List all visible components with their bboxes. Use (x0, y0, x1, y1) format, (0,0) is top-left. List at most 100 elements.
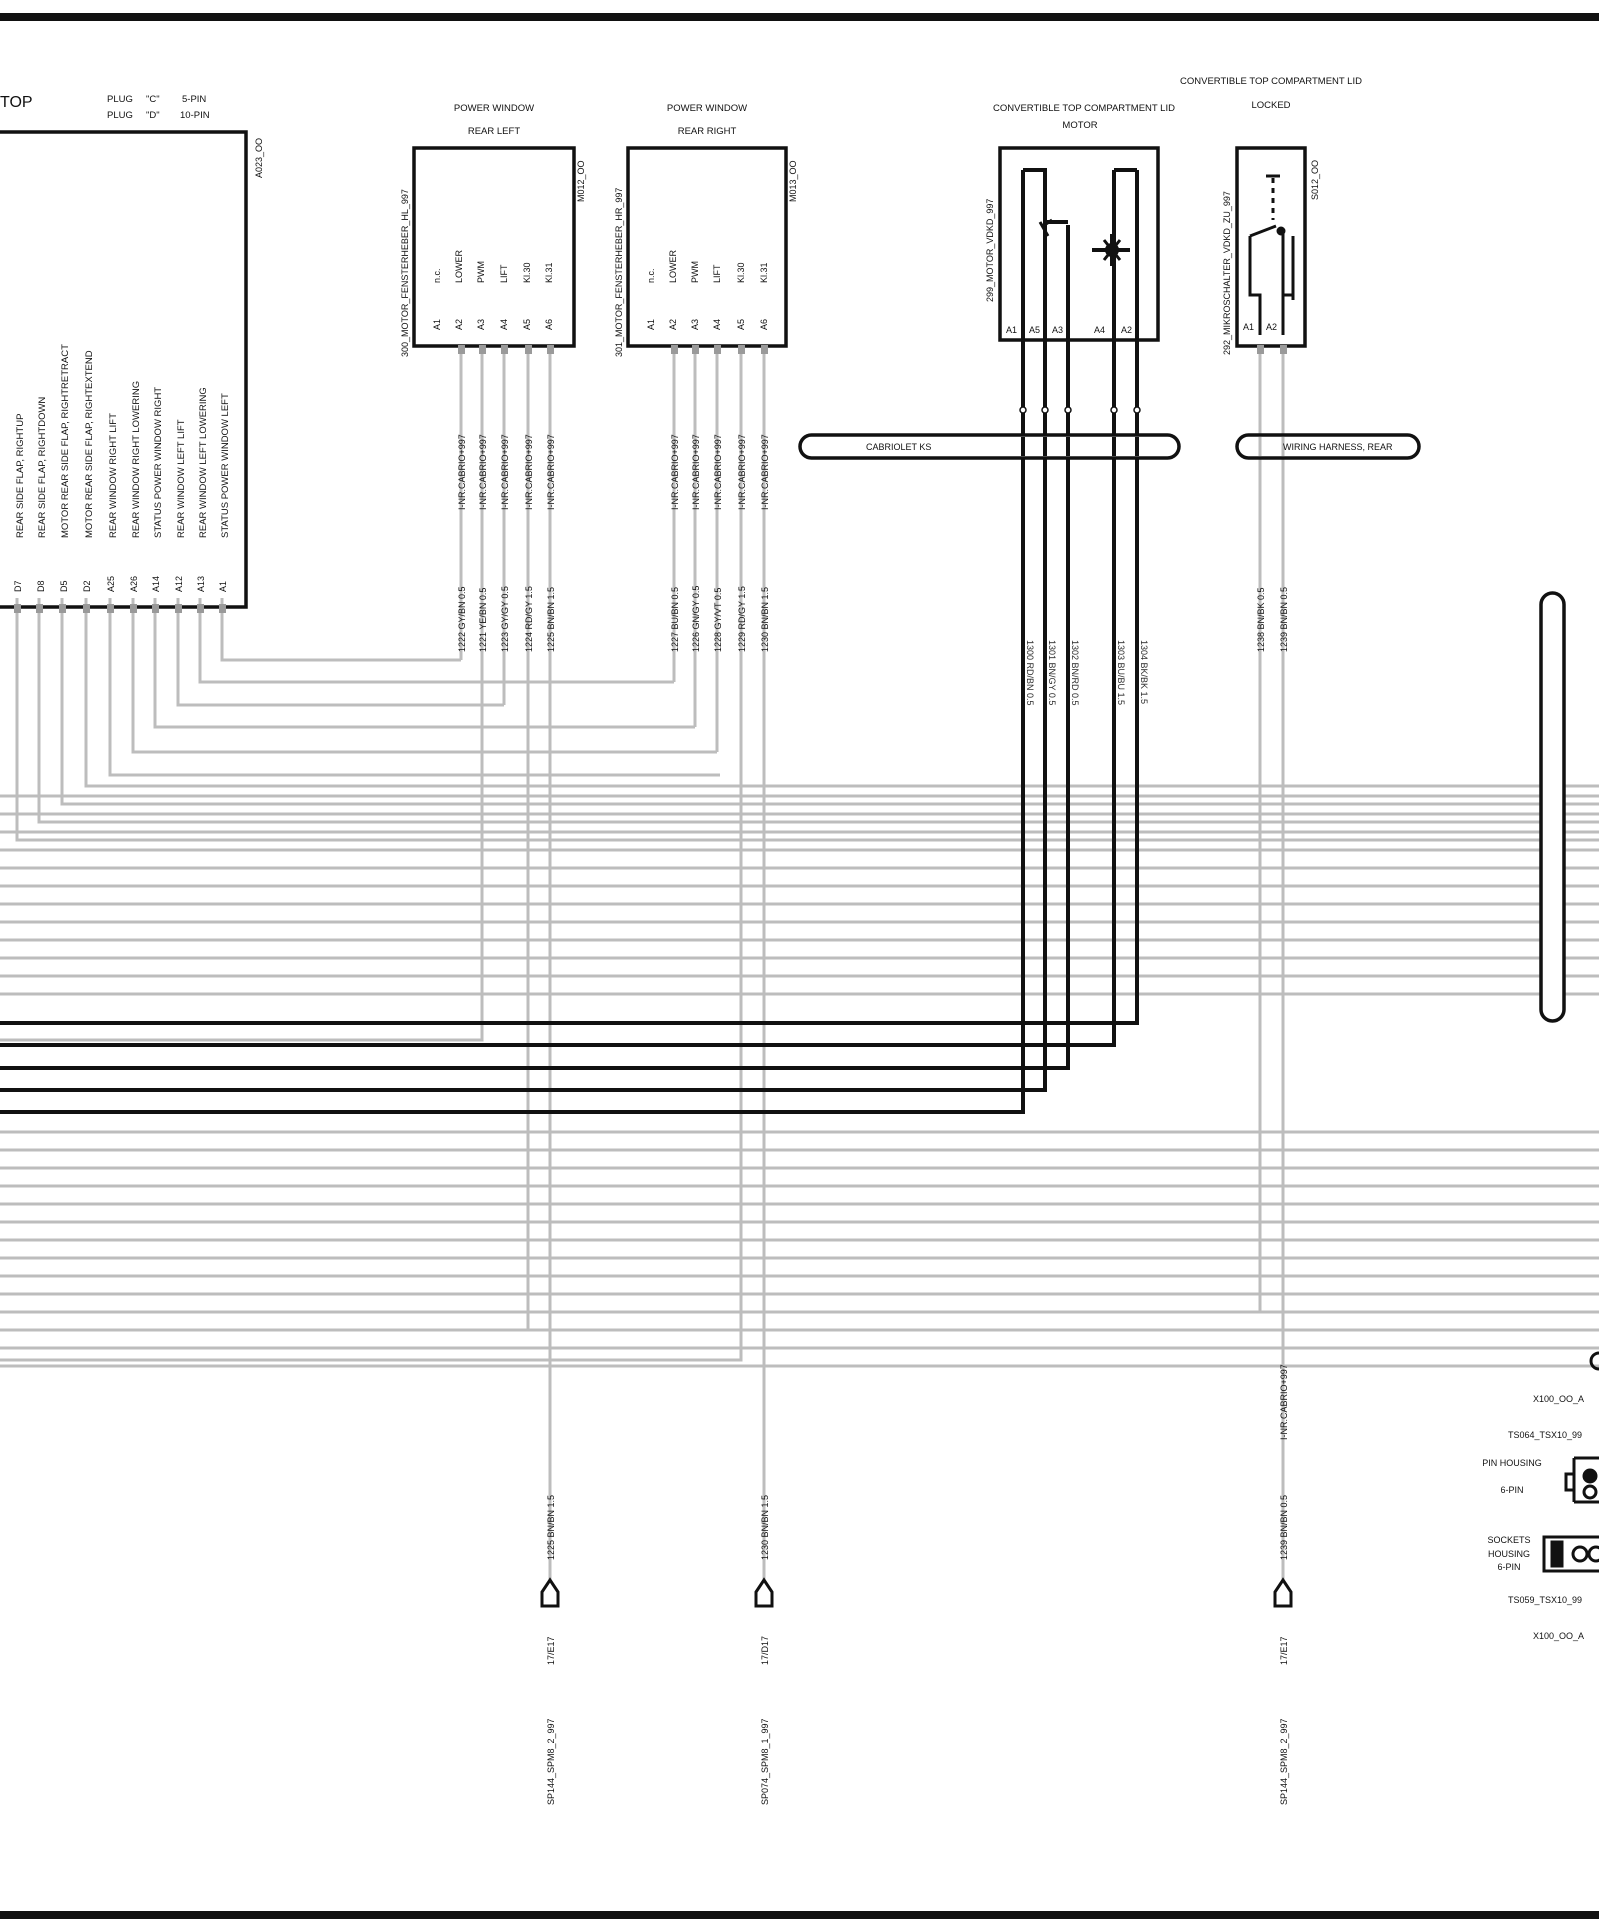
pw-left-harness-5: I-NR.CABRIO+997 (546, 434, 556, 510)
pw-right-box (626, 146, 788, 348)
lid-switch-box (1235, 146, 1307, 348)
lid-motor-wire-3: 1302 BN/RD 0.5 (1070, 640, 1080, 706)
lid-motor: CONVERTIBLE TOP COMPARTMENT LID MOTOR 29… (985, 103, 1175, 706)
fn-rear-window-left-lowering: REAR WINDOW LEFT LOWERING (198, 387, 209, 538)
legend-ts059: TS059_TSX10_99 (1508, 1595, 1582, 1605)
splice-1-name: SP144_SPM8_2_997 (546, 1718, 556, 1805)
lid-switch-name: 292_MIKROSCHALTER_VDKD_ZU_997 (1222, 191, 1232, 355)
legend-ts064: TS064_TSX10_99 (1508, 1430, 1582, 1440)
power-window-rear-left: POWER WINDOW REAR LEFT 300_MOTOR_FENSTER… (400, 103, 586, 652)
plug-d-label: PLUG (107, 110, 133, 121)
fn-rear-window-right-lift: REAR WINDOW RIGHT LIFT (108, 413, 119, 538)
plug-d-letter: "D" (146, 110, 160, 121)
pw-left-harness-2: I-NR.CABRIO+997 (478, 434, 488, 510)
pw-left-ref: M012_OO (576, 160, 586, 202)
harness-cabriolet-ks-label: CABRIOLET KS (866, 442, 931, 452)
lid-motor-title-2: MOTOR (1062, 120, 1097, 131)
pw-left-wire-1: 1222 GY/BN 0.5 (457, 586, 467, 652)
fn-motor-extend: MOTOR REAR SIDE FLAP, RIGHTEXTEND (84, 350, 95, 538)
pw-left-pin-a2: A2 (454, 319, 464, 330)
pw-right-harness-2: I-NR.CABRIO+997 (691, 434, 701, 510)
pw-right-pin-a5: A5 (736, 319, 746, 330)
power-window-rear-right: POWER WINDOW REAR RIGHT 301_MOTOR_FENSTE… (614, 103, 798, 652)
fn-status-power-window-right: STATUS POWER WINDOW RIGHT (153, 387, 164, 538)
splice-3-harness: I-NR.CABRIO+997 (1279, 1364, 1289, 1440)
pw-left-title-1: POWER WINDOW (454, 103, 534, 114)
pw-left-fn-lift: LIFT (499, 264, 509, 283)
gray-bus-wires (0, 346, 1599, 1580)
pw-right-pin-a6: A6 (759, 319, 769, 330)
control-unit-pin-stubs (14, 604, 226, 613)
splice-1: 1225 BN/BN 1.5 17/E17 SP144_SPM8_2_997 (540, 1495, 560, 1805)
pin-a13: A13 (196, 576, 206, 592)
title-fragment: TOP (0, 94, 33, 111)
pw-right-title-2: REAR RIGHT (678, 126, 737, 137)
pw-left-fn-kl31: Kl.31 (544, 262, 554, 283)
lid-motor-wires (0, 170, 1139, 1114)
fn-rear-side-flap-down: REAR SIDE FLAP, RIGHTDOWN (37, 397, 48, 538)
splice-1-terminal-icon (540, 1577, 560, 1608)
pin-d2: D2 (82, 580, 92, 592)
control-unit-ref: A023_OO (254, 138, 264, 178)
lid-switch: CONVERTIBLE TOP COMPARTMENT LID LOCKED 2… (1180, 76, 1362, 652)
plug-c-label: PLUG (107, 94, 133, 105)
pw-right-fn-kl31: Kl.31 (759, 262, 769, 283)
plug-c-letter: "C" (146, 94, 160, 105)
pw-right-fn-lift: LIFT (712, 264, 722, 283)
pw-left-harness-4: I-NR.CABRIO+997 (524, 434, 534, 510)
pw-right-wire-3: 1228 GY/VT 0.5 (713, 588, 723, 652)
lid-switch-title-2: LOCKED (1251, 100, 1290, 111)
fn-motor-retract: MOTOR REAR SIDE FLAP, RIGHTRETRACT (60, 344, 71, 538)
pw-right-fn-nc: n.c. (646, 268, 656, 283)
legend-sockets-2: HOUSING (1488, 1549, 1530, 1559)
pin-d8: D8 (36, 580, 46, 592)
control-unit-functions: REAR SIDE FLAP, RIGHTUP REAR SIDE FLAP, … (15, 344, 231, 538)
lid-motor-pin-a5: A5 (1029, 325, 1040, 335)
pw-right-pin-a2: A2 (668, 319, 678, 330)
pin-a12: A12 (174, 576, 184, 592)
pw-left-pin-a3: A3 (476, 319, 486, 330)
pw-right-harness-4: I-NR.CABRIO+997 (737, 434, 747, 510)
pw-left-wire-2: 1221 YE/BN 0.5 (478, 588, 488, 652)
pw-left-fn-lower: LOWER (454, 249, 464, 283)
pw-right-wire-2: 1226 GN/GY 0.5 (691, 586, 701, 652)
pw-left-box (412, 146, 576, 348)
pw-left-harness-1: I-NR.CABRIO+997 (457, 434, 467, 510)
fn-rear-window-right-lowering: REAR WINDOW RIGHT LOWERING (131, 381, 142, 538)
plug-labels: PLUG "C" 5-PIN PLUG "D" 10-PIN (107, 94, 210, 121)
pw-right-harness-5: I-NR.CABRIO+997 (760, 434, 770, 510)
legend-pin-housing-2: 6-PIN (1500, 1485, 1523, 1495)
fn-rear-window-left-lift: REAR WINDOW LEFT LIFT (176, 419, 187, 538)
pw-left-wire-5: 1225 BN/BN 1.5 (546, 587, 556, 652)
pin-d7: D7 (13, 580, 23, 592)
harness-vertical-right (1539, 591, 1566, 1023)
legend-pin-housing-1: PIN HOUSING (1482, 1458, 1542, 1468)
legend-x100-bottom: X100_OO_A (1533, 1631, 1584, 1641)
splice-3-terminal-icon (1273, 1577, 1293, 1608)
lid-switch-wire-2: 1239 BN/BN 0.5 (1279, 587, 1289, 652)
pw-left-wire-4: 1224 RD/GY 1.5 (524, 586, 534, 652)
pw-right-harness-3: I-NR.CABRIO+997 (713, 434, 723, 510)
lid-motor-wire-4: 1303 BU/BU 1.5 (1116, 640, 1126, 705)
control-unit: A023_OO REAR SIDE FLAP, RIGHTUP REAR SID… (0, 130, 264, 613)
harness-wiring-rear-label: WIRING HARNESS, REAR (1283, 442, 1393, 452)
pw-right-pin-a1: A1 (646, 319, 656, 330)
lid-switch-pin-a2: A2 (1266, 322, 1277, 332)
pw-left-name: 300_MOTOR_FENSTERHEBER_HL_997 (400, 189, 410, 357)
plug-c-pins: 5-PIN (182, 94, 206, 105)
legend-x100-top: X100_OO_A (1533, 1394, 1584, 1404)
lid-switch-wire-1: 1238 BN/BK 0.5 (1256, 587, 1266, 652)
connector-arc-icon (1589, 1351, 1599, 1371)
lid-motor-wire-1: 1300 RD/BN 0.5 (1025, 640, 1035, 706)
lid-switch-ref: S012_OO (1310, 160, 1320, 200)
lid-motor-wire-5: 1304 BK/BK 1.5 (1139, 640, 1149, 704)
pin-d5: D5 (59, 580, 69, 592)
pin-a14: A14 (151, 576, 161, 592)
lid-motor-wire-2: 1301 BN/GY 0.5 (1047, 640, 1057, 705)
pw-left-fn-pwm: PWM (476, 261, 486, 283)
pw-right-wire-1: 1227 BU/BN 0.5 (670, 587, 680, 652)
pw-left-wire-3: 1223 GY/GY 0.5 (500, 586, 510, 652)
pw-right-ref: M013_OO (788, 160, 798, 202)
lid-motor-name: 299_MOTOR_VDKD_997 (985, 199, 995, 302)
